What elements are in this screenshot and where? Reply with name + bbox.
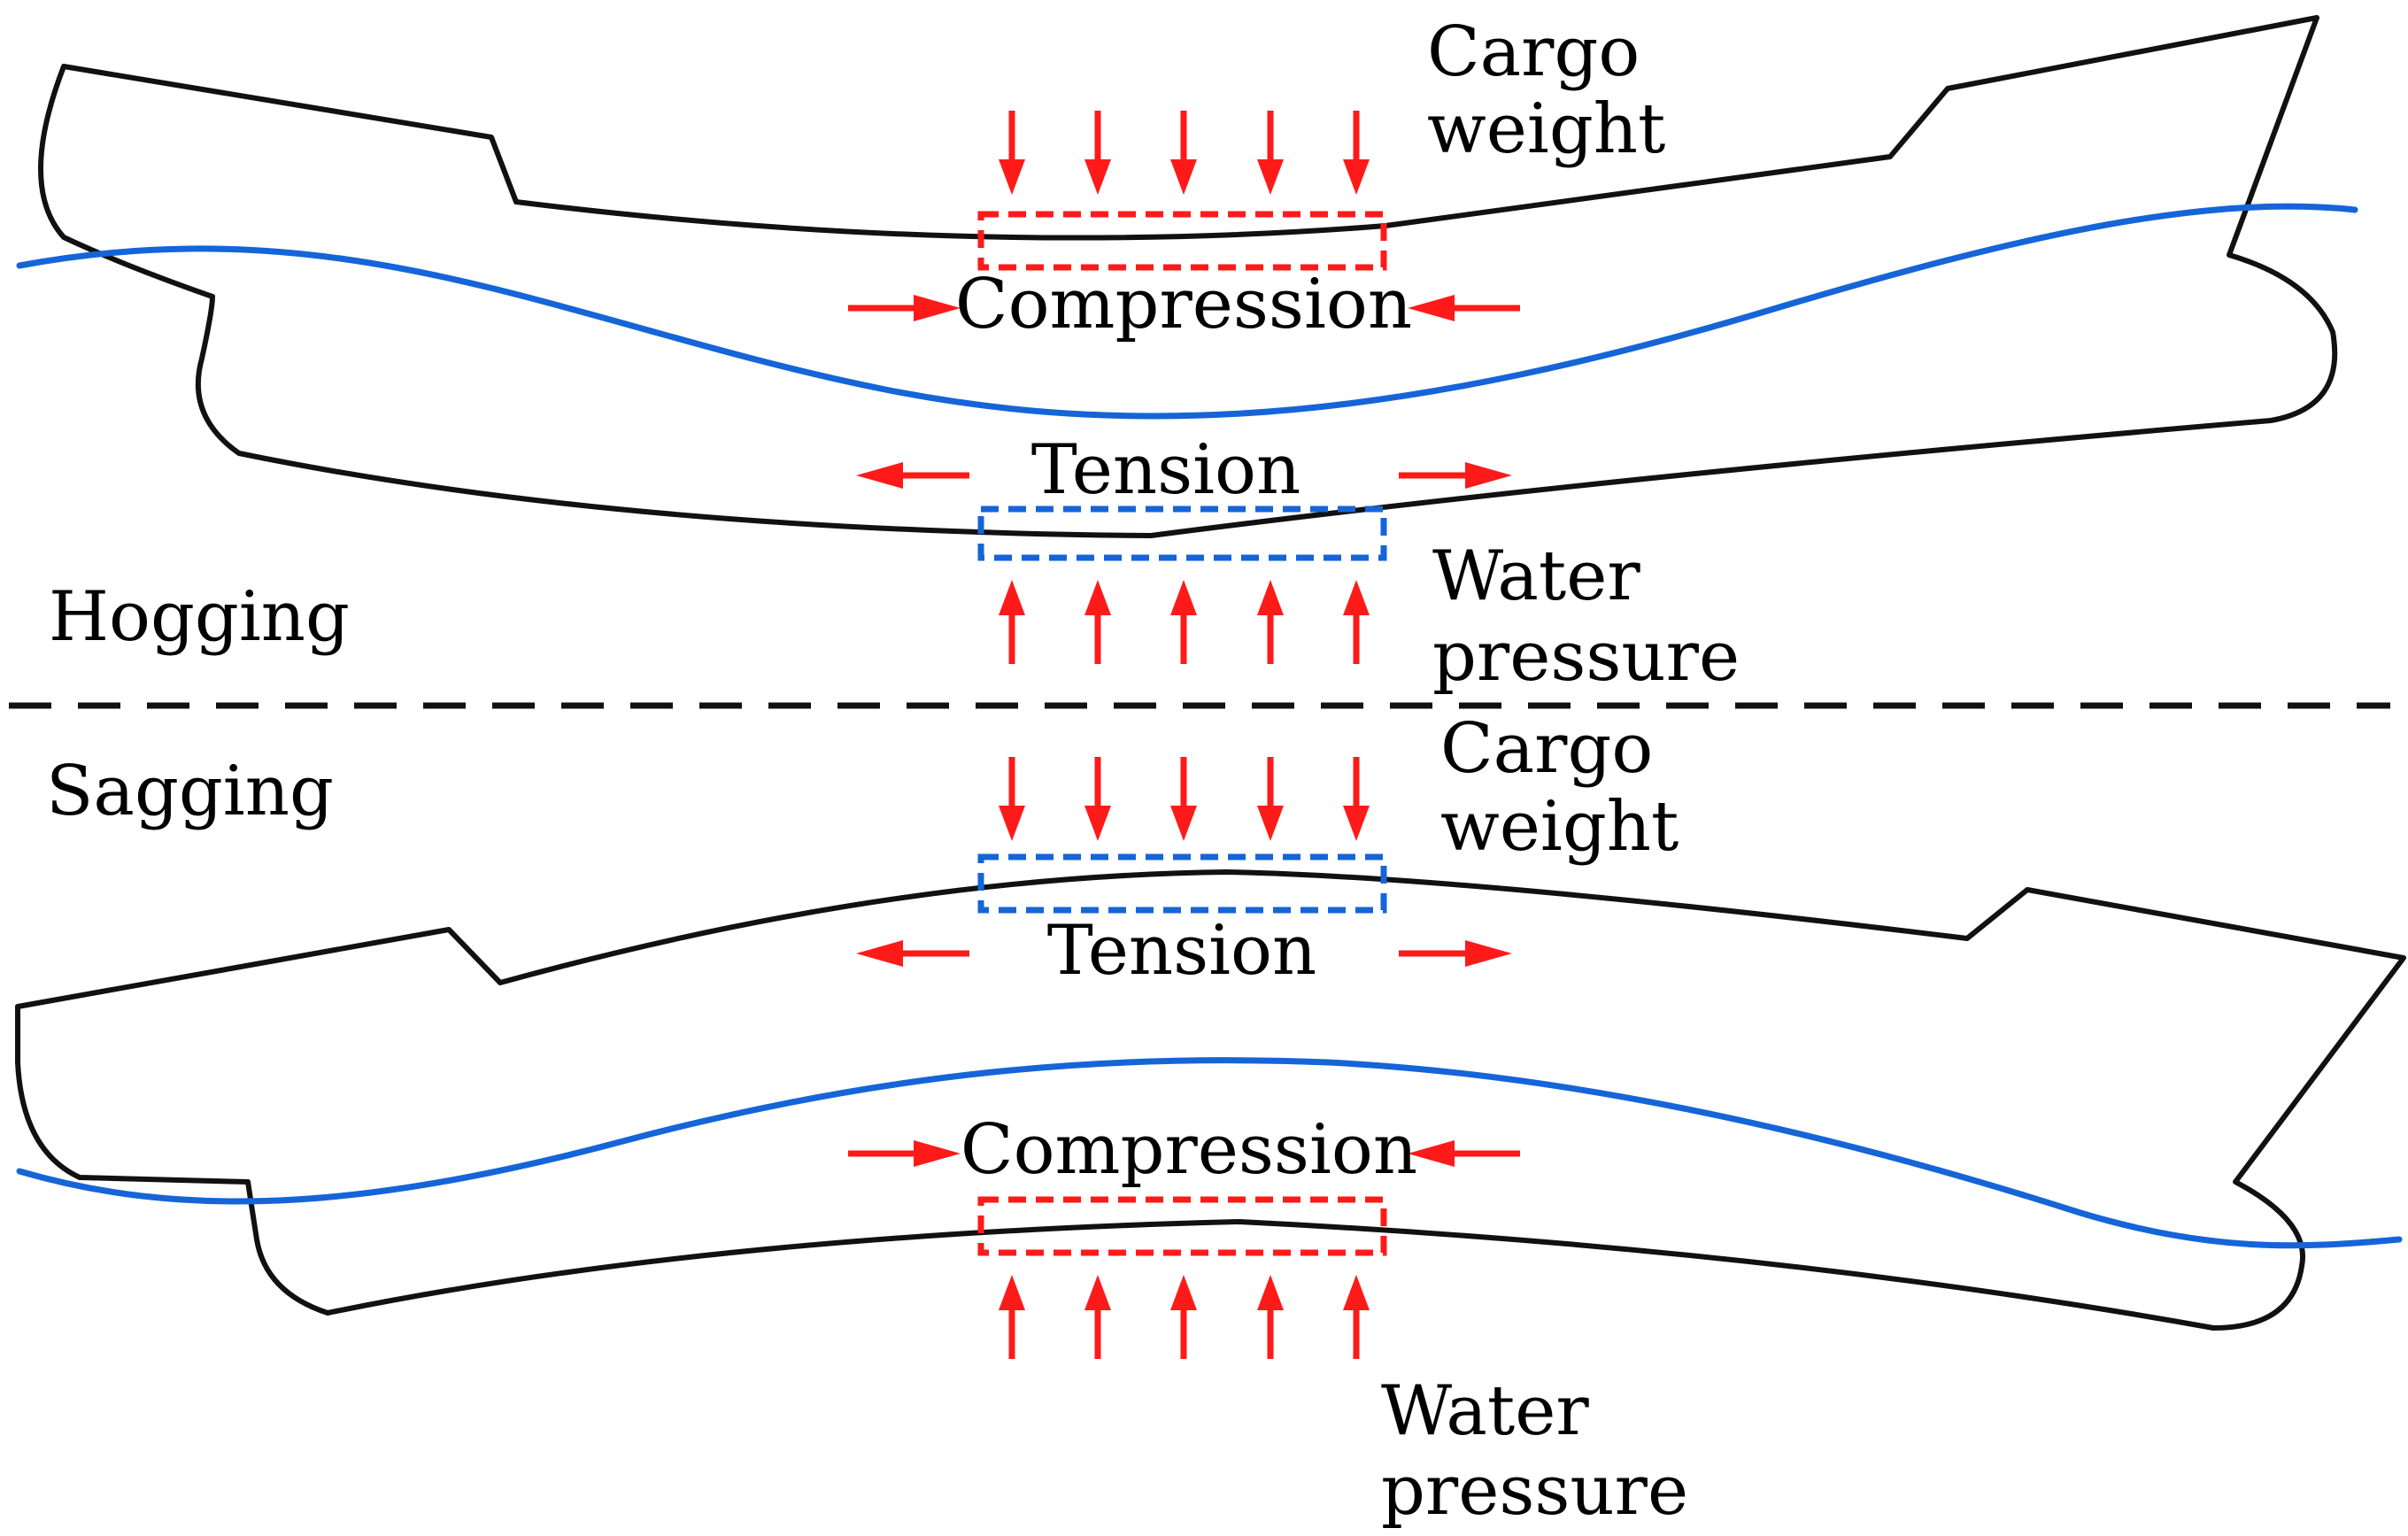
hogging-tension-arrows: [856, 462, 1512, 489]
hogging-tension-label: Tension: [1031, 430, 1301, 510]
sagging-water-pressure-label-line1: Water: [1381, 1371, 1589, 1451]
force-arrow: [1084, 1275, 1111, 1359]
sagging-cargo-weight-label-line1: Cargo: [1440, 709, 1653, 789]
sagging-compression-arrows: [848, 1140, 1520, 1167]
force-arrow: [1170, 1275, 1197, 1359]
sagging-tension-arrows: [856, 940, 1512, 967]
hogging-compression-label: Compression: [955, 265, 1412, 344]
force-arrow: [848, 1140, 961, 1167]
sagging-compression-label: Compression: [961, 1110, 1417, 1190]
force-arrow: [999, 111, 1025, 195]
hogging-cargo-weight-label-line1: Cargo: [1427, 12, 1640, 92]
hogging-compression-zone: [977, 211, 1387, 271]
hogging-panel: Cargo weight Compression Tension Water p…: [16, 12, 2358, 697]
force-arrow: [1257, 1275, 1284, 1359]
sagging-waterline: [16, 1057, 2403, 1249]
force-arrow: [1408, 295, 1520, 321]
hogging-water-pressure-label-line2: pressure: [1432, 617, 1740, 697]
hogging-water-pressure-arrows: [999, 580, 1370, 664]
force-arrow: [1408, 1140, 1520, 1167]
force-arrow: [1170, 757, 1197, 841]
force-arrow: [1257, 580, 1284, 664]
force-arrow: [848, 295, 961, 321]
sagging-water-pressure-label-line2: pressure: [1381, 1451, 1688, 1531]
force-arrow: [1343, 1275, 1370, 1359]
hogging-waterline: [16, 203, 2358, 420]
force-arrow: [1170, 580, 1197, 664]
force-arrow: [999, 757, 1025, 841]
force-arrow: [999, 580, 1025, 664]
hogging-cargo-weight-arrows: [999, 111, 1370, 195]
force-arrow: [1084, 757, 1111, 841]
hogging-compression-arrows: [848, 295, 1520, 321]
sagging-panel: Sagging Cargo weight Tension Compression…: [15, 709, 2406, 1531]
force-arrow: [1084, 580, 1111, 664]
sagging-hull: [15, 869, 2406, 1331]
sagging-tension-label: Tension: [1047, 911, 1317, 991]
sagging-water-pressure-arrows: [999, 1275, 1370, 1359]
force-arrow: [999, 1275, 1025, 1359]
force-arrow: [856, 940, 969, 967]
hogging-water-pressure-label-line1: Water: [1432, 536, 1640, 616]
force-arrow: [1257, 757, 1284, 841]
sagging-cargo-weight-label-line2: weight: [1440, 787, 1679, 867]
hogging-cargo-weight-label-line2: weight: [1427, 89, 1665, 169]
force-arrow: [856, 462, 969, 489]
hogging-tension-zone: [977, 506, 1387, 561]
hogging-label: Hogging: [49, 577, 350, 657]
force-arrow: [1343, 111, 1370, 195]
force-arrow: [1257, 111, 1284, 195]
sagging-tension-zone: [977, 853, 1387, 914]
force-arrow: [1170, 111, 1197, 195]
hogging-hull: [38, 15, 2338, 538]
force-arrow: [1399, 940, 1512, 967]
force-arrow: [1343, 580, 1370, 664]
force-arrow: [1084, 111, 1111, 195]
sagging-cargo-weight-arrows: [999, 757, 1370, 841]
force-arrow: [1399, 462, 1512, 489]
sagging-compression-zone: [977, 1196, 1387, 1256]
sagging-label: Sagging: [46, 752, 334, 831]
force-arrow: [1343, 757, 1370, 841]
